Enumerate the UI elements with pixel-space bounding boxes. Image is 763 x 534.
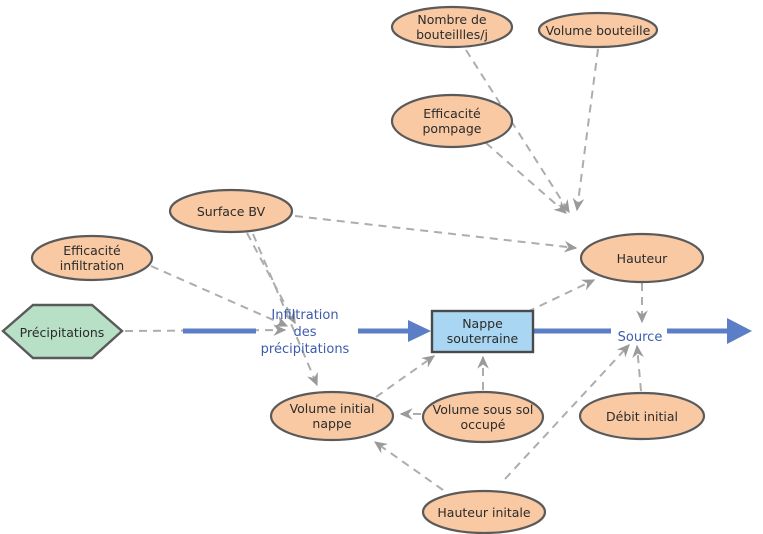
link-hauteur-initale-to-volume-initial-nappe xyxy=(373,441,444,491)
node-surface-bv[interactable] xyxy=(168,188,294,234)
node-efficacite-pompage[interactable] xyxy=(390,93,514,149)
label-line: Hauteur initale xyxy=(437,504,531,520)
link-volume-bouteille-to-hauteur xyxy=(572,48,599,212)
node-efficacite-infiltration[interactable] xyxy=(30,234,154,282)
label-line: pompage xyxy=(422,121,482,136)
node-hauteur-initale[interactable] xyxy=(421,489,547,534)
label-volume-sous-sol-occupe[interactable]: Volume sous sol occupé xyxy=(423,402,543,432)
link-nappe-souterraine-to-hauteur xyxy=(526,279,596,313)
label-efficacite-infiltration[interactable]: Efficacité infiltration xyxy=(32,243,152,273)
label-volume-bouteille[interactable]: Volume bouteille xyxy=(538,22,658,38)
label-line: souterraine xyxy=(446,331,519,346)
label-line: Hauteur xyxy=(616,250,668,266)
label-line: bouteillles/j xyxy=(416,27,488,42)
label-line: Surface BV xyxy=(196,203,266,219)
label-volume-initial-nappe[interactable]: Volume initial nappe xyxy=(272,401,392,431)
label-nombre-de-bouteilles[interactable]: Nombre de bouteillles/j xyxy=(392,12,512,42)
label-line: Nombre de xyxy=(417,12,487,27)
link-precipitations-to-infiltration xyxy=(124,324,287,336)
flow-arrowhead-into-stock xyxy=(408,320,431,342)
label-line: infiltration xyxy=(59,258,125,273)
flow-arrowhead-out xyxy=(727,318,752,344)
label-precipitations[interactable]: Précipitations xyxy=(6,324,118,340)
node-precipitations[interactable] xyxy=(1,303,124,360)
label-debit-initial[interactable]: Débit initial xyxy=(582,408,702,424)
node-volume-initial-nappe[interactable] xyxy=(269,390,395,442)
label-line: Nappe xyxy=(462,316,503,331)
label-line: des xyxy=(293,325,317,340)
label-line: Volume initial xyxy=(289,401,375,416)
label-line: Débit initial xyxy=(606,408,678,424)
label-line: Volume bouteille xyxy=(545,22,651,38)
flow-pipe-infiltration xyxy=(183,320,431,342)
link-efficacite-infiltration-to-infiltration xyxy=(150,265,289,327)
link-nombre-bouteilles-to-hauteur xyxy=(465,49,570,214)
link-surface-bv-to-infiltration xyxy=(246,232,296,325)
flow-label-infiltration-des-precipitations[interactable]: Infiltration des précipitations xyxy=(245,307,365,358)
node-volume-bouteille[interactable] xyxy=(537,11,659,49)
flow-label-source[interactable]: Source xyxy=(598,329,682,345)
link-volume-initial-nappe-to-nappe-souterraine xyxy=(375,355,436,398)
node-volume-sous-sol-occupe[interactable] xyxy=(421,390,545,444)
label-line: précipitations xyxy=(260,342,350,357)
label-line: Précipitations xyxy=(19,324,105,340)
label-line: Efficacité xyxy=(63,243,121,258)
node-hauteur[interactable] xyxy=(579,232,705,284)
stock-nappe-souterraine[interactable] xyxy=(430,309,535,354)
label-hauteur[interactable]: Hauteur xyxy=(582,250,702,266)
label-surface-bv[interactable]: Surface BV xyxy=(171,203,291,219)
label-efficacite-pompage[interactable]: Efficacité pompage xyxy=(392,106,512,136)
label-nappe-souterraine[interactable]: Nappe souterraine xyxy=(432,316,533,346)
flow-pipe-source xyxy=(534,318,752,344)
label-hauteur-initale[interactable]: Hauteur initale xyxy=(424,504,544,520)
node-nombre-de-bouteilles[interactable] xyxy=(390,5,514,49)
label-line: occupé xyxy=(460,417,506,432)
link-surface-bv-to-hauteur xyxy=(294,215,578,253)
label-line: nappe xyxy=(312,416,352,431)
link-hauteur-initale-to-source xyxy=(504,344,630,480)
label-line: Efficacité xyxy=(423,106,481,121)
label-line: Source xyxy=(617,329,663,345)
node-debit-initial[interactable] xyxy=(578,391,706,441)
label-line: Infiltration xyxy=(271,308,339,323)
link-debit-initial-to-source xyxy=(632,344,644,392)
link-efficacite-pompage-to-hauteur xyxy=(485,142,567,214)
label-line: Volume sous sol xyxy=(432,402,534,417)
